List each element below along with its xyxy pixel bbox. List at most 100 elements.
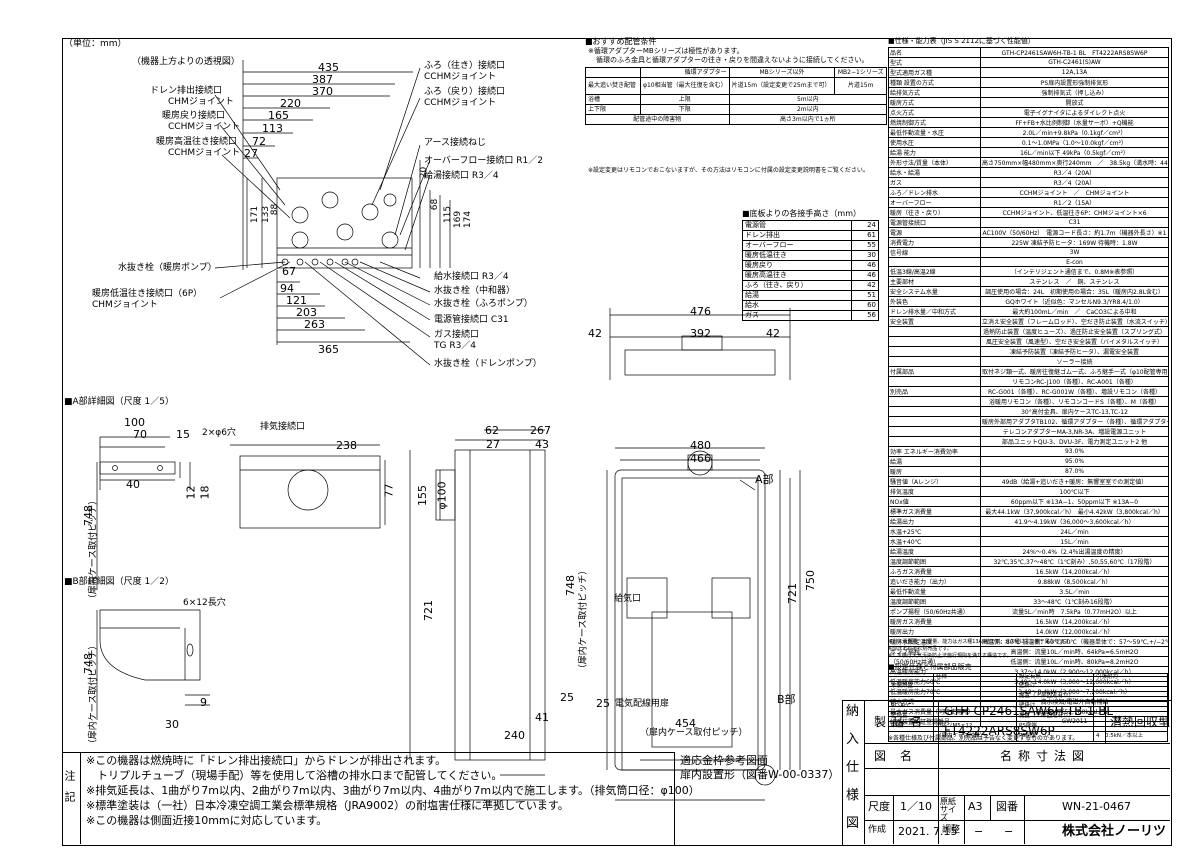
side-dim-11: 240 xyxy=(504,729,525,742)
detail-b-dim-4: 30 xyxy=(165,718,179,731)
dim-v-right-4: 174 xyxy=(463,210,474,229)
check-label: 調整 xyxy=(942,825,961,835)
rec-row-1-1: 上限 xyxy=(640,94,730,105)
dim-top-2: 370 xyxy=(312,85,333,98)
spec-label: 主要部材 xyxy=(888,276,981,288)
spec-value: 風圧安全装置（風速型）、空だき安全装置（バイメタルスイッチ） xyxy=(980,336,1169,348)
spec-value: 9.88kW（8,500kcal／h） xyxy=(980,576,1169,588)
height-value: 51 xyxy=(851,290,879,301)
spec-value: 開放式 xyxy=(980,97,1169,108)
side-char-0: 納 xyxy=(846,704,860,719)
label-supply: 給水接続口 R3／4 xyxy=(434,272,509,282)
spec-label xyxy=(888,356,981,368)
spec-value: 41.9〜4.19kW（36,000〜3,600kcal／h） xyxy=(980,516,1169,528)
height-name: 暖房戻り xyxy=(742,260,852,271)
spec-value: 過熱防止装置（温度ヒューズ）、過圧防止安全装置（スプリング式） xyxy=(980,326,1169,338)
height-value: 46 xyxy=(851,270,879,281)
spec-label: 給排気方式 xyxy=(888,87,981,98)
spec-label: 暖房 xyxy=(888,466,981,478)
spec-row: 30°高付金具、扉内ケースTC-13,TC-12 xyxy=(888,406,1169,418)
title-block xyxy=(842,700,1171,845)
spec-value: 12A,13A xyxy=(980,67,1169,78)
spec-label xyxy=(888,416,981,428)
options-cell xyxy=(933,681,1017,692)
height-name: ふろ（往き、戻り） xyxy=(742,280,852,291)
title-side-column xyxy=(842,700,865,844)
spec-row: 部品ユニットQU-3、DVU-3F、電力測定ユニット2 他 xyxy=(888,436,1169,448)
spec-row: ソーラー接続 xyxy=(888,356,1169,368)
spec-row: 浴暖用リモコン（各種）、リモコンコードS（各種）、M（各種） xyxy=(888,396,1169,408)
spec-label: 騒音値（Aレンジ） xyxy=(888,476,981,488)
notes-label: 注記 xyxy=(63,770,76,812)
top-view-title: （機器上方よりの透視図） xyxy=(132,57,240,67)
rec-row-1-0: 浴槽 xyxy=(585,94,641,105)
spec-label: 給湯温度 xyxy=(888,546,981,558)
top-view-outline xyxy=(214,60,451,366)
label-gas: ガス接続口 xyxy=(434,330,480,340)
side-dim-5: 77 xyxy=(382,483,396,498)
side-dim-8: 721 xyxy=(422,600,435,621)
side-dim-7: 155 xyxy=(416,485,429,506)
dim-bottom-4: 263 xyxy=(304,318,325,331)
label-gas-tg: TG R3／4 xyxy=(434,341,477,351)
options-cell: 木製設置 xyxy=(888,681,934,692)
spec-label: 暖房（往き・戻り） xyxy=(888,207,981,218)
spec-row: 風圧安全装置（風速型）、空だき安全装置（バイメタルスイッチ） xyxy=(888,336,1169,348)
spec-row: 暖房（往き・戻り）CCHMジョイント、低温往き6P：CHMジョイント×6 xyxy=(888,207,1169,218)
spec-label: 使用水圧 xyxy=(888,137,981,148)
spec-label: 給湯 能力 xyxy=(888,147,981,158)
spec-label: 外形寸法/質量（本体） xyxy=(888,157,981,168)
spec-value: 95.0% xyxy=(980,456,1169,468)
spec-label xyxy=(888,336,981,348)
spec-value: C31 xyxy=(980,217,1169,228)
label-overflow: オーバーフロー接続口 R1／2 xyxy=(424,156,543,166)
height-name: 暖房低温往き xyxy=(742,250,852,261)
rec-row-0-2: 片道15m（設定変更で25mまで可） xyxy=(728,77,836,95)
spec-label xyxy=(888,256,981,268)
spec-row: テレコンアダプターMA-3,NR-3A、増設電源ユニット xyxy=(888,426,1169,438)
applicable-value: 扉内設置形（図番W-00-0337） xyxy=(680,768,840,781)
spec-row: 凍結予防装置（凍結予防ヒータ）、漏電安全装置 xyxy=(888,346,1169,358)
label-electrical-door: 電気配線用扉 xyxy=(615,699,670,709)
front-dim-right-1: 721 xyxy=(786,583,799,604)
dim-top-1: 387 xyxy=(312,73,333,86)
spec-value: 強制排気式（押し込み） xyxy=(980,87,1169,98)
side-dim-4: 43 xyxy=(535,438,549,451)
spec-label: 水温+40℃ xyxy=(888,536,981,548)
drawing-no: WN-21-0467 xyxy=(1062,800,1132,813)
spec-value: 49dB（給湯+追いだき+暖房：無響室室での測定値） xyxy=(980,476,1169,488)
dim-v-left-2: 88 xyxy=(270,203,281,216)
label-bath-ret-2: CCHMジョイント xyxy=(424,98,497,108)
spec-value: AC100V（50/60Hz） 電源コード長さ：約1.7m（機器外長さ）※1 xyxy=(980,227,1169,238)
detail-a-outline xyxy=(96,436,191,590)
side-dim-10: 41 xyxy=(535,711,549,724)
spec-row: 追いだき能力（出力）9.88kW（8,500kcal／h） xyxy=(888,576,1169,588)
label-power: 電源管接続口 C31 xyxy=(434,315,509,325)
side-char-1: 入 xyxy=(846,732,860,747)
table-row: ふろ（往き、戻り）42 xyxy=(742,280,879,291)
side-char-2: 仕 xyxy=(846,760,860,775)
spec-label: 暖房ガス消費量 xyxy=(888,616,981,628)
spec-label: 安全装置 xyxy=(888,316,981,328)
options-cell: 4 0.5kN／本以上 xyxy=(1093,731,1168,742)
spec-label: NOx値 xyxy=(888,496,981,508)
spec-row: 低温3線/高温2線（インテリジェント通信まで、0.8M※表参照） xyxy=(888,266,1169,278)
side-view-outline xyxy=(230,429,546,801)
